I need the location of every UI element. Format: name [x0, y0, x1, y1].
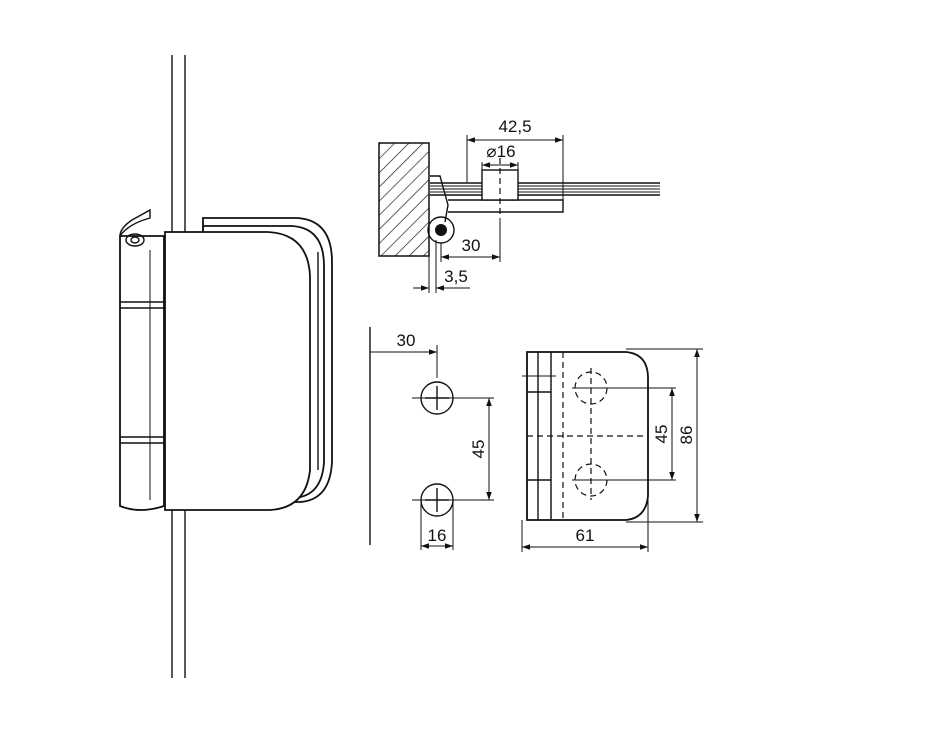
knuckle-arm	[430, 175, 449, 223]
wall-section	[378, 142, 430, 257]
dim-side-offset: 30	[397, 331, 416, 350]
hinge-front-plate	[164, 231, 311, 511]
barrel-top-tab	[119, 208, 151, 237]
dim-hole-diameter: 16	[428, 526, 447, 545]
hinge-barrel	[119, 235, 165, 511]
dim-plate-height: 86	[677, 426, 696, 445]
bore-hole	[481, 169, 519, 201]
dim-top-diameter: ⌀16	[486, 142, 515, 161]
plate-front-view: 45 86 61	[521, 348, 703, 552]
dim-plate-hole-spacing: 45	[652, 425, 671, 444]
hole-pattern-view: 30 45 16	[369, 327, 494, 550]
dim-top-offset: 30	[462, 236, 481, 255]
barrel-pin-hole	[130, 236, 140, 244]
dim-top-gap: 3,5	[444, 267, 468, 286]
clamp-plate-section	[448, 199, 564, 213]
dim-top-width: 42,5	[498, 117, 531, 136]
hinge-perspective-view	[119, 55, 333, 678]
barrel-pin-top	[125, 233, 145, 247]
dim-hole-spacing: 45	[469, 440, 488, 459]
knuckle-pin	[435, 224, 447, 236]
dim-plate-width: 61	[576, 526, 595, 545]
hinge-top-view: 42,5 ⌀16 30 3,5	[378, 117, 660, 293]
